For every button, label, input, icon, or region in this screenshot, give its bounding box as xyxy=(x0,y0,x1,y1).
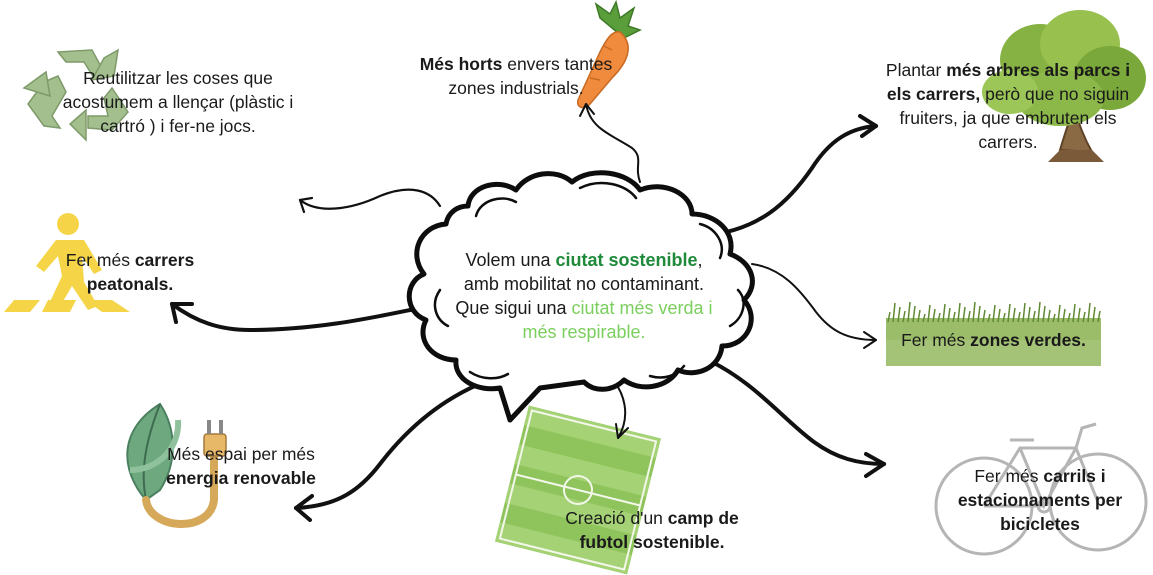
arrow-to-pedestrian xyxy=(170,302,422,332)
recycle-icon xyxy=(22,48,129,142)
grass-icon xyxy=(886,301,1101,366)
arrow-to-bikes xyxy=(710,360,886,466)
central-line-2: amb mobilitat no contaminant. xyxy=(463,274,705,294)
arrow-to-energy xyxy=(294,380,486,510)
highlight-more-breathable: més respirable. xyxy=(522,322,646,342)
central-statement: Volem una ciutat sostenible, amb mobilit… xyxy=(424,248,744,344)
highlight-sustainable-city: ciutat sostenible xyxy=(555,250,698,270)
idea-energy: Més espai per més energia renovable xyxy=(166,444,316,488)
idea-pedestrian: Fer més carrers peatonals. xyxy=(65,250,195,294)
idea-bikes: Fer més carrils i estacionaments per bic… xyxy=(957,466,1123,534)
idea-trees: Plantar més arbres als parcs i els carre… xyxy=(885,60,1131,152)
idea-gardens: Més horts envers tantes zones industrial… xyxy=(419,54,613,98)
tree-icon xyxy=(982,10,1146,162)
pedestrian-crossing-icon xyxy=(4,213,130,312)
highlight-greener-city: ciutat més verda i xyxy=(571,298,713,318)
central-line-4: més respirable. xyxy=(424,320,744,344)
carrot-icon xyxy=(576,0,642,109)
central-line-3: Que sigui una ciutat més verda i xyxy=(455,298,713,318)
central-cloud xyxy=(406,170,755,423)
idea-reuse: Reutilitzar les coses que acostumem a ll… xyxy=(62,68,294,136)
connector-arrows xyxy=(170,103,886,522)
leaf-plug-icon xyxy=(126,402,227,528)
arrow-to-green-zones xyxy=(751,263,877,341)
arrow-to-reuse xyxy=(298,188,442,210)
central-line-1: Volem una ciutat sostenible, xyxy=(465,250,703,270)
idea-green-zones: Fer més zones verdes. xyxy=(901,330,1086,350)
idea-football: Creació d'un camp de fubtol sostenible. xyxy=(565,508,739,552)
football-field-icon xyxy=(495,405,661,575)
arrow-to-trees xyxy=(698,124,878,238)
bicycle-icon xyxy=(934,422,1148,556)
arrow-to-gardens xyxy=(585,103,641,183)
